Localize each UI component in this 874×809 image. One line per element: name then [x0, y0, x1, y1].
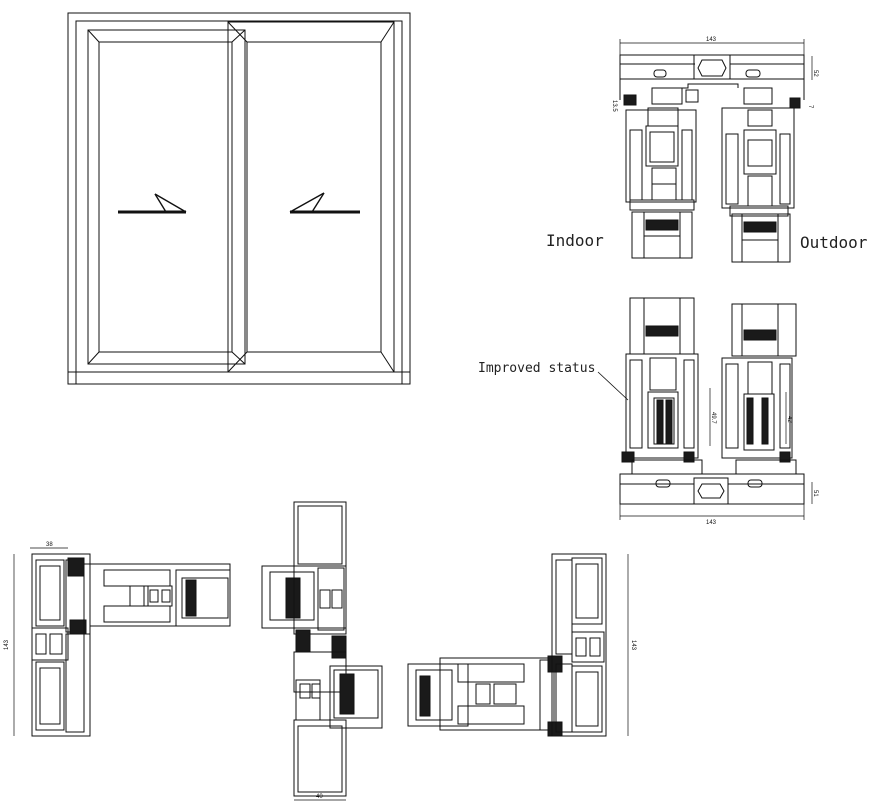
dim-bottom-inner-left: 49.7	[710, 412, 716, 424]
window-elevation	[68, 13, 410, 384]
top-section-detail: 143 52 13.5 7	[611, 37, 818, 262]
improved-status-label: Improved status	[478, 361, 596, 376]
dim-top-height: 52	[812, 70, 818, 77]
window-inner-frame	[76, 21, 402, 372]
window-outer-frame	[68, 13, 410, 384]
center-interlock-plan: 40	[262, 502, 382, 800]
dim-top-small-left: 13.5	[611, 100, 617, 112]
bottom-section-detail: 49.7 42 143 51	[598, 298, 818, 526]
dim-left-width: 38	[46, 542, 53, 548]
dim-bottom-width: 143	[706, 520, 717, 526]
improved-status-leader	[598, 372, 628, 400]
right-jamb-plan: 143	[408, 554, 636, 736]
slide-arrow-icon	[290, 193, 360, 212]
slide-arrow-icon	[118, 194, 186, 212]
left-jamb-plan: 143 38	[4, 542, 230, 736]
indoor-label: Indoor	[546, 231, 604, 250]
outdoor-label: Outdoor	[800, 233, 868, 252]
dim-right-height: 143	[630, 640, 636, 651]
right-sash	[228, 22, 394, 372]
left-sash	[88, 30, 245, 364]
dim-bottom-inner-right: 42	[786, 416, 792, 423]
dim-top-small-right: 7	[807, 105, 813, 109]
dim-left-height: 143	[4, 639, 10, 650]
dim-top-width: 143	[706, 37, 717, 43]
dim-center-width: 40	[316, 794, 323, 800]
dim-bottom-height: 51	[812, 490, 818, 497]
